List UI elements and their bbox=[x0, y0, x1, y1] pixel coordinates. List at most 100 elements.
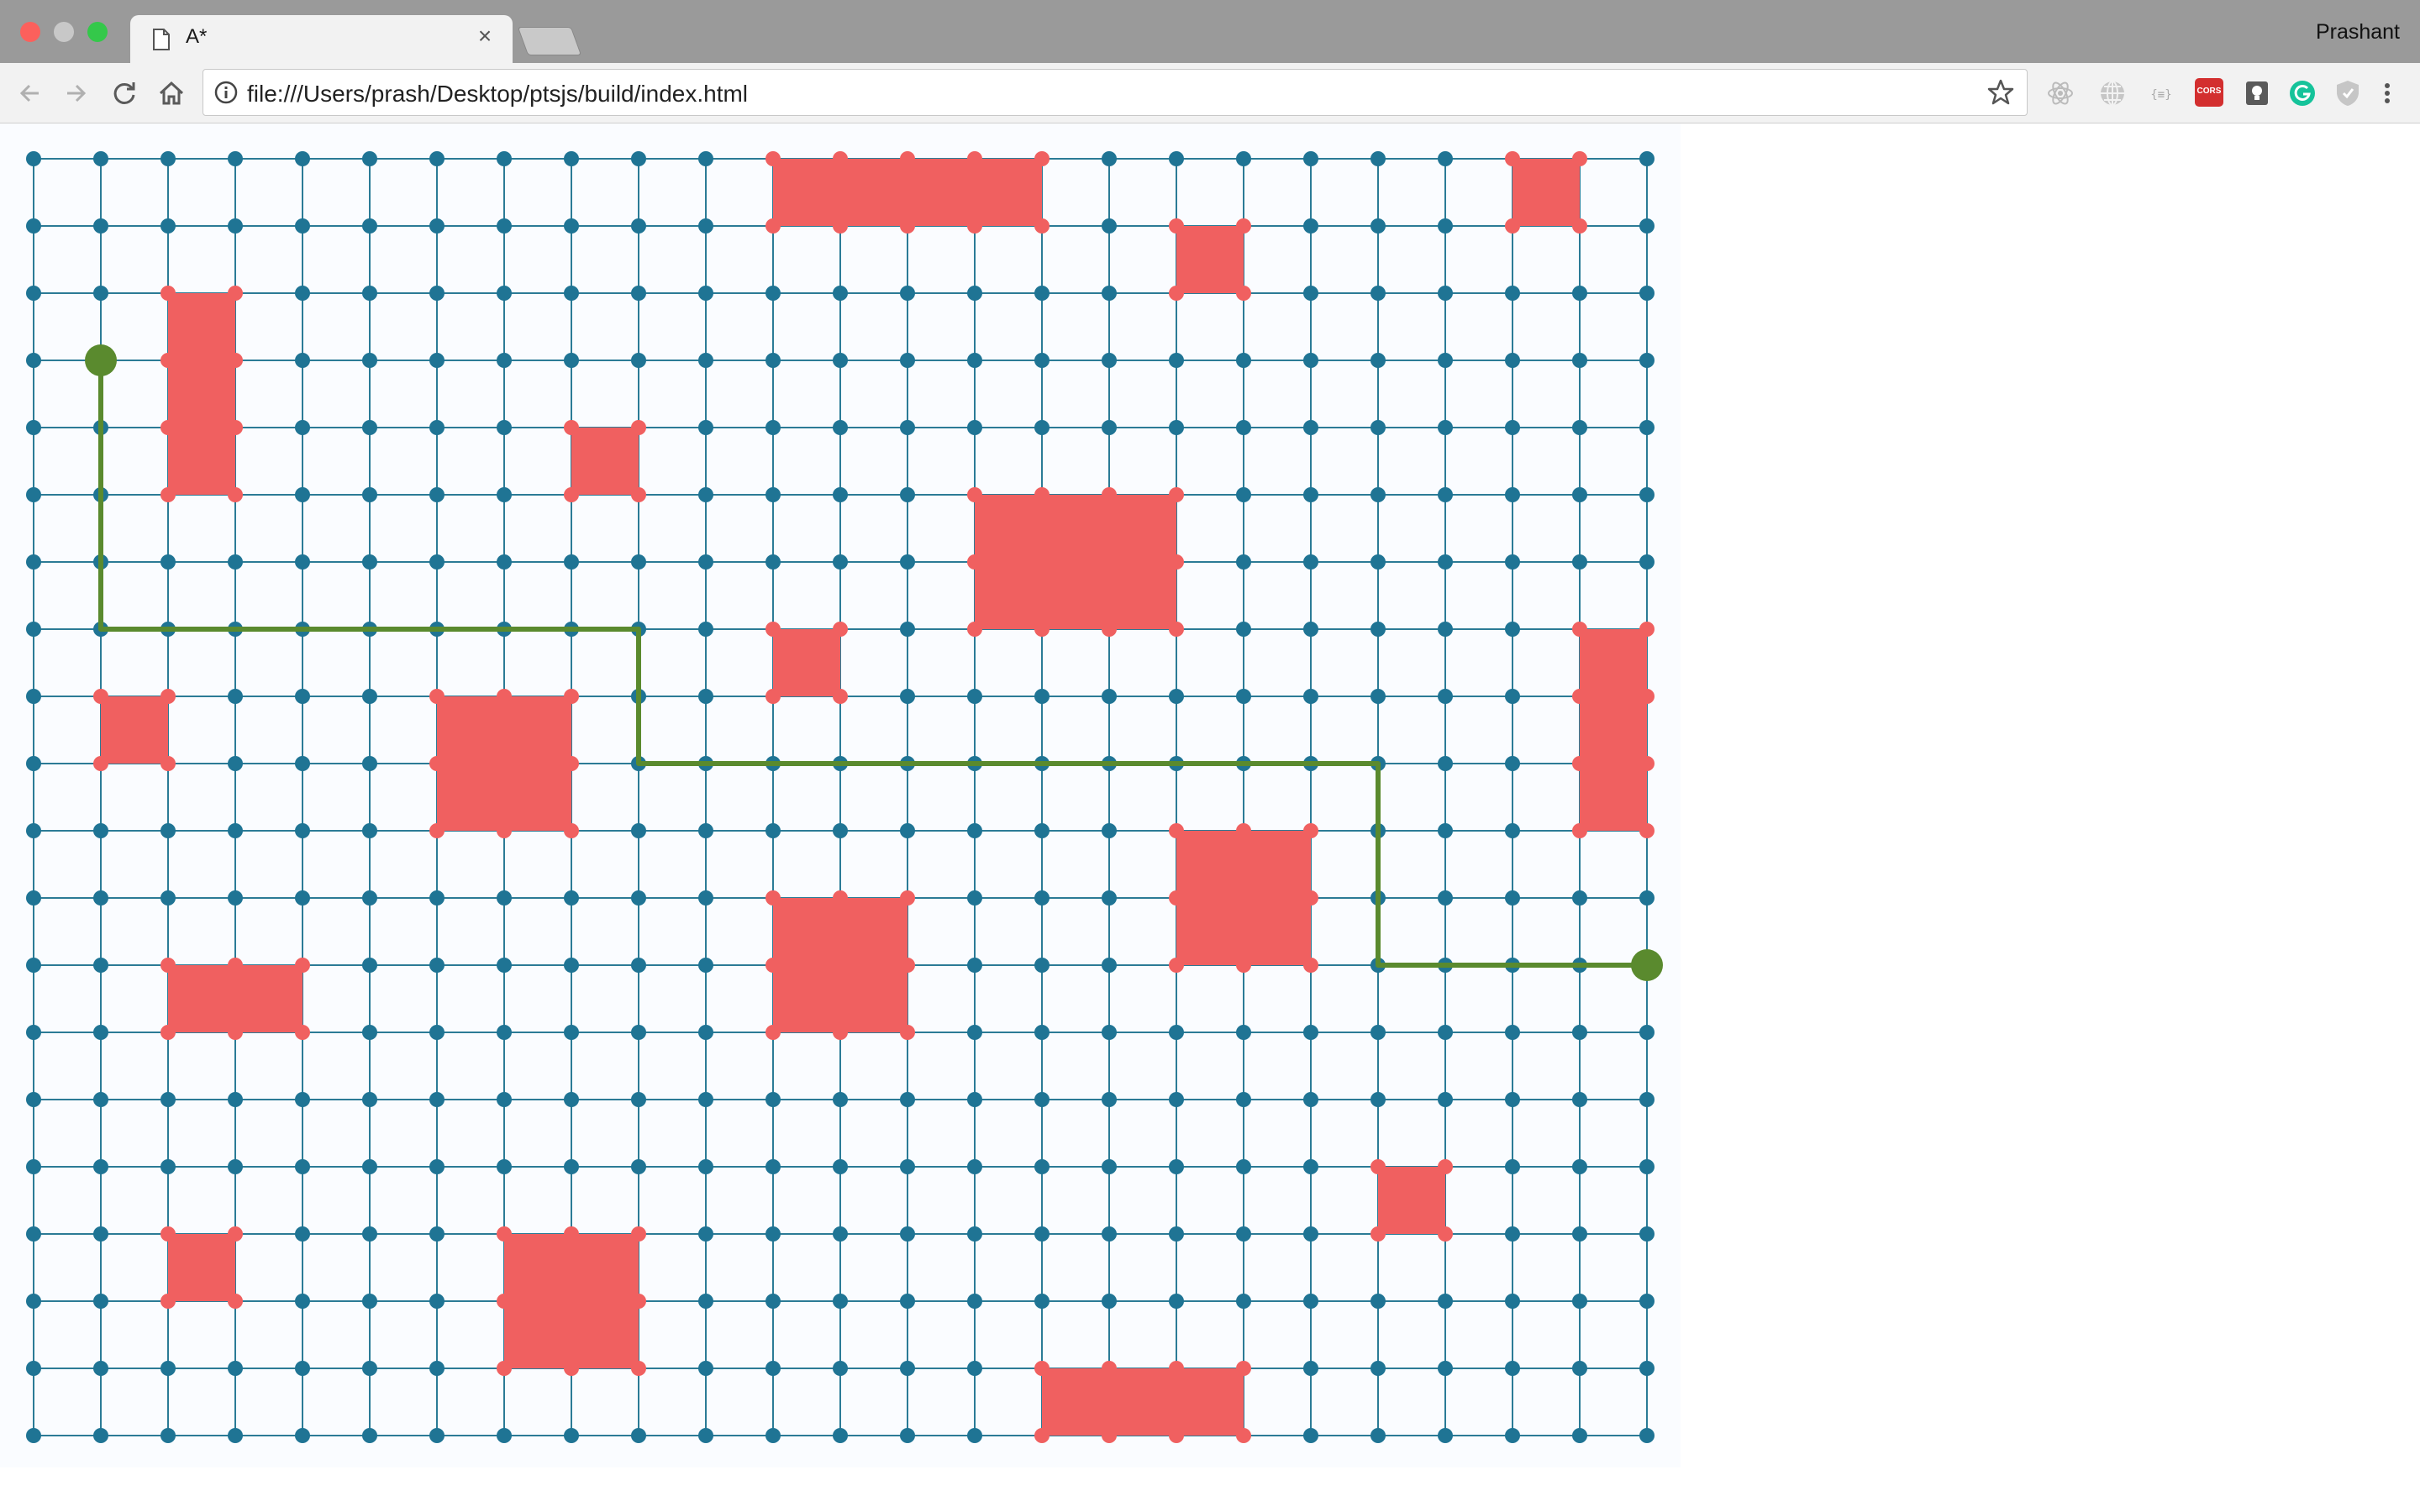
grid-node bbox=[1438, 1025, 1453, 1040]
blocked-node bbox=[564, 1361, 579, 1376]
json-viewer-icon[interactable]: {≡} bbox=[2146, 78, 2176, 108]
shield-icon[interactable] bbox=[2333, 78, 2363, 108]
tab-active[interactable]: A* × bbox=[130, 15, 513, 63]
grid-node bbox=[362, 286, 377, 301]
grid-node bbox=[295, 218, 310, 234]
grid-node bbox=[564, 890, 579, 906]
grid-node bbox=[1438, 286, 1453, 301]
blocked-node bbox=[833, 890, 848, 906]
grid-node bbox=[429, 1025, 445, 1040]
grid-node bbox=[362, 1361, 377, 1376]
start-node bbox=[85, 344, 117, 376]
close-tab-icon[interactable]: × bbox=[477, 23, 492, 49]
grid-node bbox=[93, 151, 108, 166]
blocked-node bbox=[765, 151, 781, 166]
window-minimize-button[interactable] bbox=[54, 22, 74, 42]
grid-node bbox=[1102, 218, 1117, 234]
reload-icon[interactable] bbox=[109, 78, 139, 108]
blocked-node bbox=[765, 689, 781, 704]
blocked-node bbox=[833, 958, 848, 973]
grid-node bbox=[26, 622, 41, 637]
blocked-node bbox=[1438, 1159, 1453, 1174]
grid-node bbox=[1370, 286, 1386, 301]
grid-node bbox=[1572, 554, 1587, 570]
info-icon[interactable] bbox=[213, 80, 239, 105]
grid-node bbox=[26, 554, 41, 570]
grid-node bbox=[1102, 1025, 1117, 1040]
react-devtools-icon[interactable] bbox=[2045, 78, 2075, 108]
arrow-right-icon[interactable] bbox=[60, 78, 91, 108]
grid-node bbox=[1034, 958, 1050, 973]
window-close-button[interactable] bbox=[20, 22, 40, 42]
home-icon[interactable] bbox=[156, 78, 187, 108]
grid-node bbox=[1370, 218, 1386, 234]
grid-node bbox=[228, 554, 243, 570]
blocked-node bbox=[1034, 487, 1050, 502]
grid-node bbox=[698, 218, 713, 234]
grid-node bbox=[26, 286, 41, 301]
grid-node bbox=[228, 1159, 243, 1174]
grid-node bbox=[1639, 1159, 1655, 1174]
address-bar[interactable]: file:///Users/prash/Desktop/ptsjs/build/… bbox=[203, 69, 2028, 116]
profile-button[interactable]: Prashant bbox=[2315, 20, 2400, 44]
grid-node bbox=[564, 218, 579, 234]
grid-node bbox=[1236, 1092, 1251, 1107]
grid-node bbox=[1505, 353, 1520, 368]
grid-node bbox=[631, 1428, 646, 1443]
grid-node bbox=[160, 1428, 176, 1443]
grid-node bbox=[1034, 286, 1050, 301]
grid-node bbox=[967, 1159, 982, 1174]
grid-node bbox=[1370, 554, 1386, 570]
blocked-node bbox=[228, 420, 243, 435]
grid-node bbox=[93, 218, 108, 234]
blocked-node bbox=[228, 1025, 243, 1040]
grid-node bbox=[1236, 622, 1251, 637]
grid-node bbox=[698, 151, 713, 166]
grid-node bbox=[295, 420, 310, 435]
menu-icon[interactable] bbox=[2375, 78, 2400, 108]
browser-toolbar: file:///Users/prash/Desktop/ptsjs/build/… bbox=[0, 63, 2420, 123]
globe-icon[interactable] bbox=[2097, 78, 2128, 108]
keep-icon[interactable] bbox=[2242, 78, 2272, 108]
blocked-node bbox=[967, 622, 982, 637]
grid-node bbox=[429, 1361, 445, 1376]
blocked-node bbox=[967, 554, 982, 570]
grid-node bbox=[295, 554, 310, 570]
obstacle bbox=[571, 428, 639, 495]
window-maximize-button[interactable] bbox=[87, 22, 108, 42]
blocked-node bbox=[1102, 1361, 1117, 1376]
grid-node bbox=[967, 689, 982, 704]
grid-node bbox=[1505, 1226, 1520, 1242]
grid-node bbox=[765, 1092, 781, 1107]
grid-node bbox=[362, 1428, 377, 1443]
blocked-node bbox=[1034, 1428, 1050, 1443]
grid-node bbox=[26, 1294, 41, 1309]
grid-node bbox=[967, 958, 982, 973]
grid-node bbox=[631, 554, 646, 570]
blocked-node bbox=[1102, 554, 1117, 570]
blocked-node bbox=[765, 890, 781, 906]
grid-node bbox=[160, 823, 176, 838]
tab-title: A* bbox=[186, 25, 208, 48]
grid-node bbox=[967, 1361, 982, 1376]
grid-node bbox=[1169, 1025, 1184, 1040]
obstacle bbox=[1378, 1167, 1445, 1234]
arrow-left-icon[interactable] bbox=[15, 78, 45, 108]
grid-node bbox=[93, 958, 108, 973]
grid-node bbox=[1505, 756, 1520, 771]
grid-node bbox=[295, 1226, 310, 1242]
grid-node bbox=[833, 1361, 848, 1376]
blocked-node bbox=[1572, 689, 1587, 704]
grid-node bbox=[1572, 487, 1587, 502]
star-icon[interactable] bbox=[1986, 78, 2015, 107]
grid-node bbox=[631, 1159, 646, 1174]
cors-icon[interactable]: CORS bbox=[2195, 78, 2223, 107]
grid-node bbox=[93, 1159, 108, 1174]
grid-node bbox=[1034, 1092, 1050, 1107]
grid-node bbox=[1102, 286, 1117, 301]
blocked-node bbox=[1438, 1226, 1453, 1242]
grid-node bbox=[429, 1092, 445, 1107]
grammarly-icon[interactable] bbox=[2287, 78, 2317, 108]
grid-node bbox=[1438, 1294, 1453, 1309]
